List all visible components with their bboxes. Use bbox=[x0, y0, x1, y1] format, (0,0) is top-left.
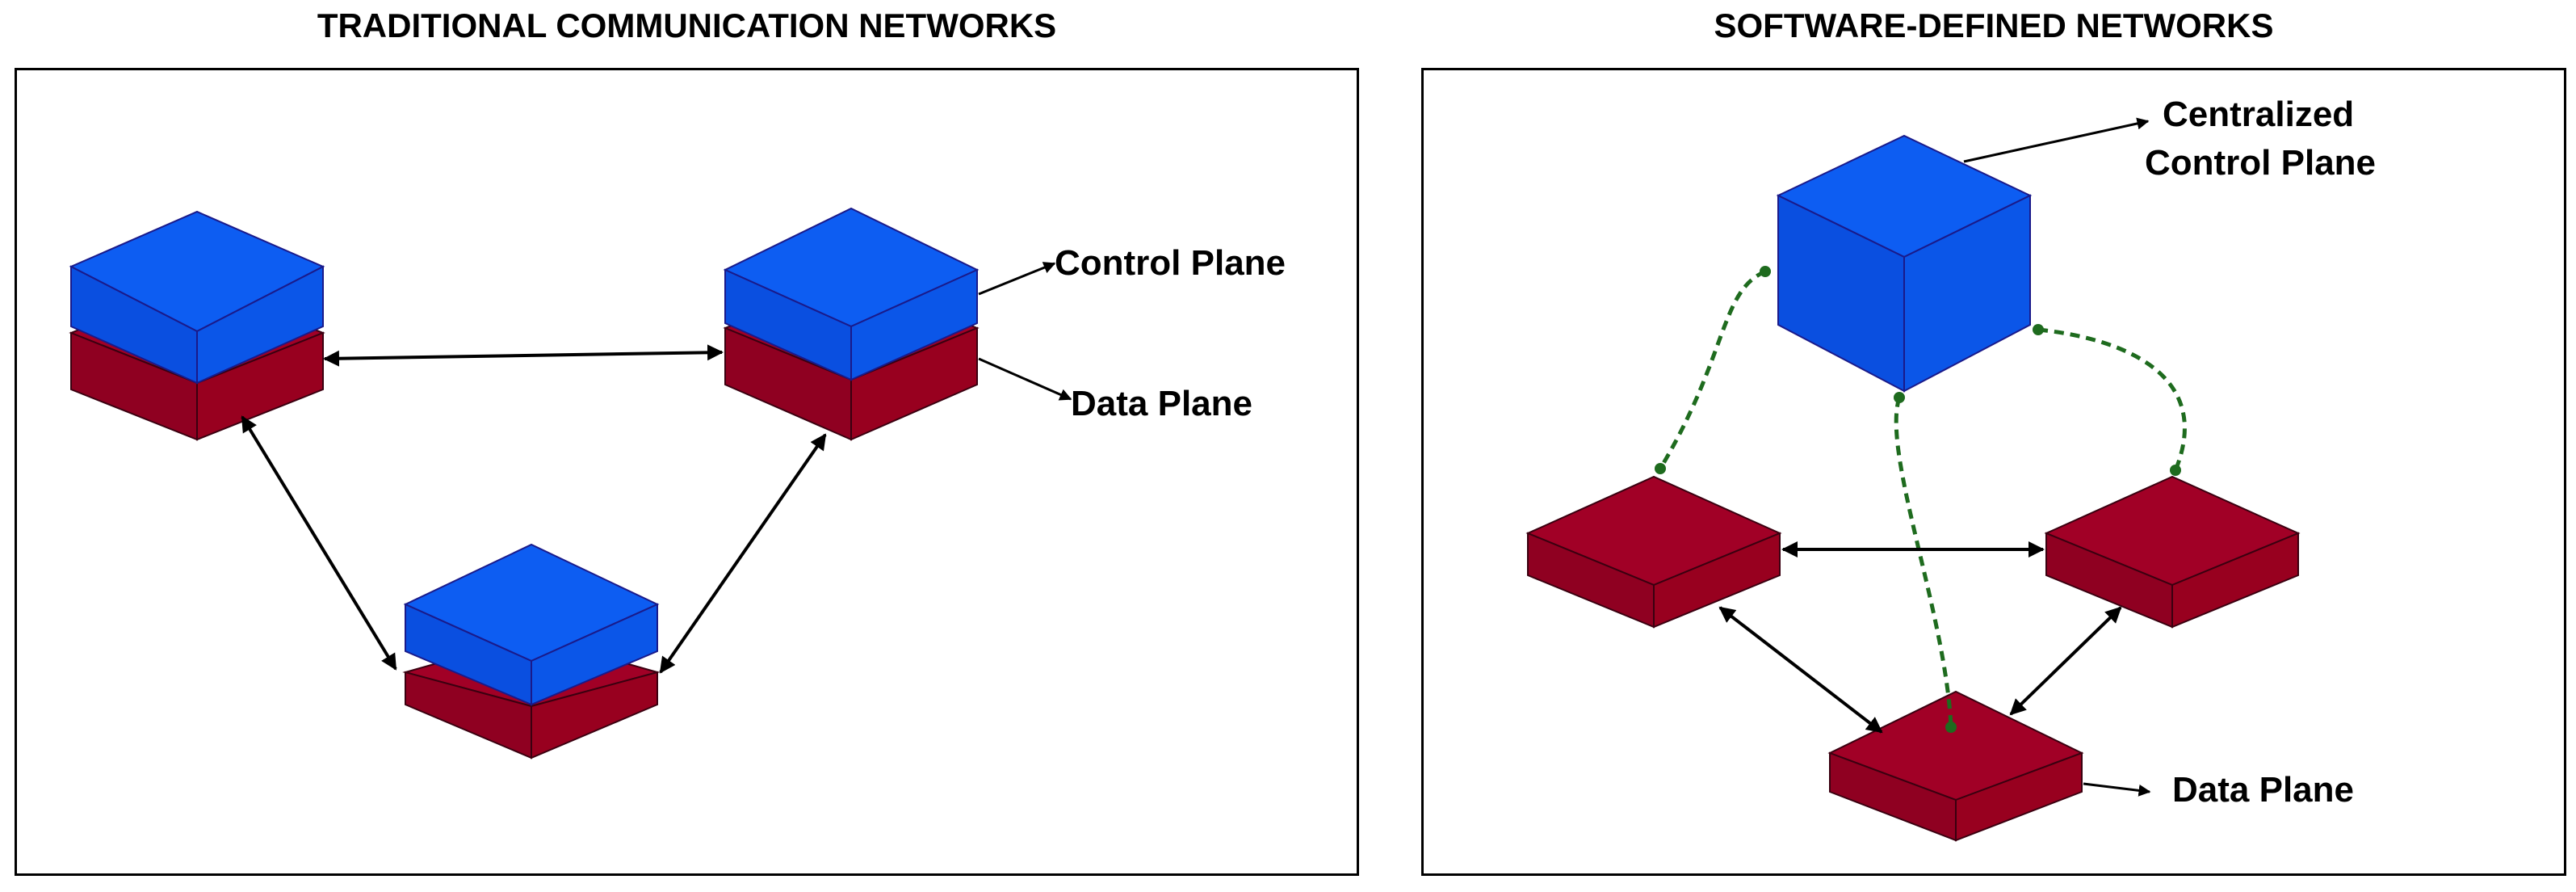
sdn-link-right-to-bottom bbox=[2009, 606, 2122, 716]
centralized-label-line2: Control Plane bbox=[2145, 143, 2376, 183]
link-top-left-to-bottom bbox=[241, 415, 397, 671]
control-plane-pointer bbox=[978, 262, 1056, 296]
centralized-label-line1: Centralized bbox=[2163, 95, 2354, 134]
link-endpoint bbox=[1655, 463, 1666, 474]
left-panel-title: TRADITIONAL COMMUNICATION NETWORKS bbox=[317, 6, 1057, 44]
switch-node-top-left bbox=[69, 210, 325, 441]
link-endpoint bbox=[2170, 465, 2181, 476]
data-plane-pointer bbox=[978, 357, 1072, 401]
data-plane-label-right: Data Plane bbox=[2172, 770, 2354, 810]
right-panel-title: SOFTWARE-DEFINED NETWORKS bbox=[1714, 6, 2274, 44]
control-plane-slab bbox=[403, 543, 660, 706]
control-plane-slab bbox=[723, 207, 980, 381]
data-plane-label-left: Data Plane bbox=[1071, 384, 1252, 423]
switch-node-top-right bbox=[723, 207, 980, 441]
controller-link-right bbox=[2037, 327, 2187, 471]
link-top-right-to-bottom bbox=[659, 433, 827, 674]
centralized-controller-cube bbox=[1776, 134, 2033, 393]
control-plane-slab bbox=[69, 210, 325, 385]
sdn-link-left-to-bottom bbox=[1718, 606, 1883, 734]
controller-link-bottom bbox=[1894, 397, 1953, 728]
link-endpoint bbox=[1760, 266, 1771, 277]
switch-node-bottom bbox=[402, 543, 661, 759]
link-top-left-to-top-right bbox=[323, 344, 724, 367]
control-plane-label: Control Plane bbox=[1055, 243, 1286, 283]
controller-link-left bbox=[1658, 269, 1766, 470]
sdn-switch-right bbox=[2044, 475, 2301, 629]
link-endpoint bbox=[2033, 324, 2044, 335]
sdn-switch-bottom bbox=[1827, 690, 2084, 842]
centralized-control-pointer bbox=[1963, 117, 2150, 163]
link-endpoint bbox=[1945, 722, 1957, 733]
link-endpoint bbox=[1894, 392, 1905, 403]
sdn-switch-left bbox=[1525, 475, 1782, 629]
data-plane-pointer-right bbox=[2083, 782, 2151, 797]
